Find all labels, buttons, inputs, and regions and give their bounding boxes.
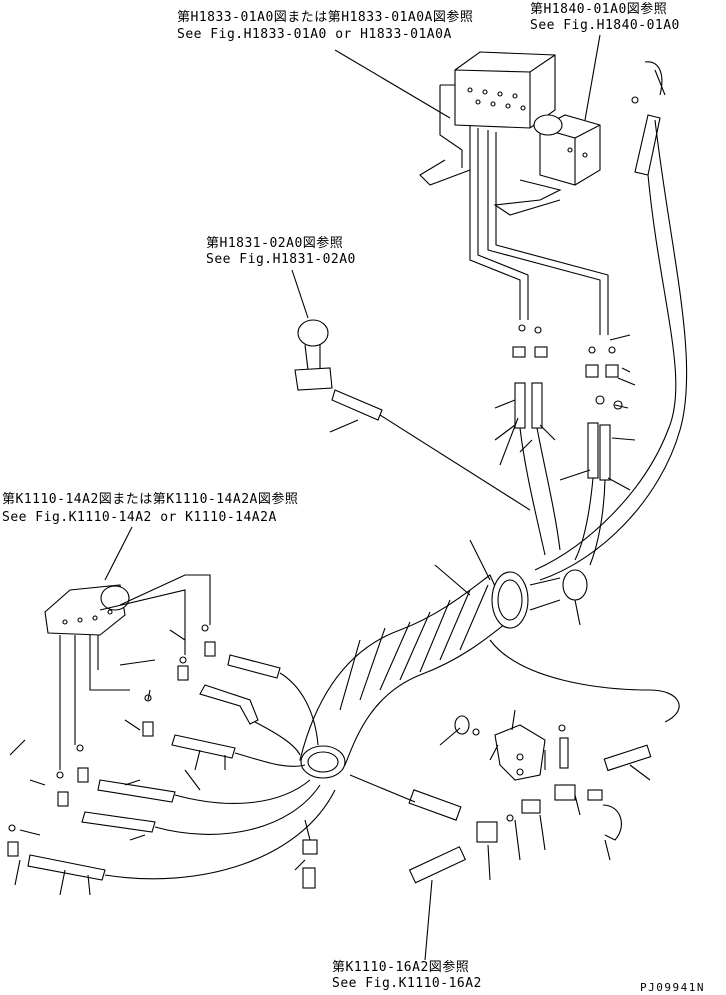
- reference-left-jp: 第K1110-14A2図または第K1110-14A2A図参照: [2, 492, 299, 507]
- reference-middle-jp: 第H1831-02A0図参照: [206, 236, 344, 251]
- left-valve-block: [44, 574, 211, 770]
- reference-top-left-jp: 第H1833-01A0図または第H1833-01A0A図参照: [177, 10, 474, 25]
- hose-bundle: [299, 569, 680, 779]
- fittings-center: [512, 324, 623, 566]
- reference-top-right-jp: 第H1840-01A0図参照: [530, 2, 668, 17]
- bracket-assembly: [302, 715, 652, 889]
- reference-bottom-en: See Fig.K1110-16A2: [332, 976, 482, 991]
- control-lever: [294, 319, 531, 511]
- valve-pipes: [469, 125, 609, 335]
- drawing-number: PJ09941N: [640, 981, 705, 994]
- reference-top-left-en: See Fig.H1833-01A0 or H1833-01A0A: [177, 27, 452, 42]
- elbow-hose-right: [534, 61, 688, 581]
- control-valve-block: [419, 51, 556, 186]
- reference-left-en: See Fig.K1110-14A2 or K1110-14A2A: [2, 510, 277, 525]
- reference-top-right-en: See Fig.H1840-01A0: [530, 18, 680, 33]
- leader-lines: [9, 34, 651, 961]
- solenoid-valve: [493, 114, 601, 216]
- left-hoses: [7, 624, 336, 881]
- reference-bottom-jp: 第K1110-16A2図参照: [332, 960, 470, 975]
- reference-middle-en: See Fig.H1831-02A0: [206, 252, 356, 267]
